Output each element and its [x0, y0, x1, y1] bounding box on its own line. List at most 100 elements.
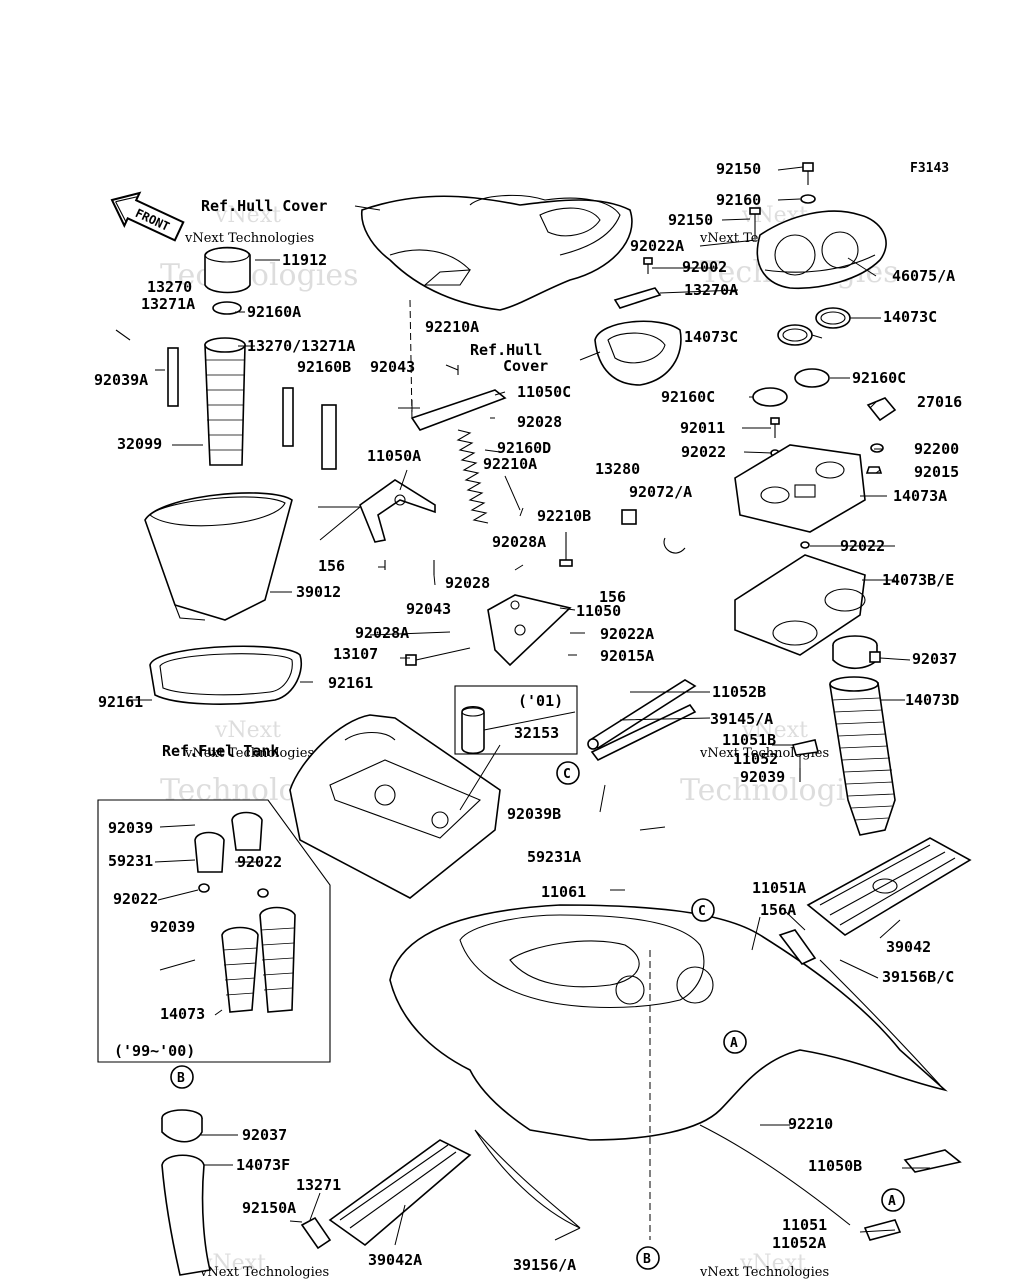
part-label: 14073F: [236, 1156, 290, 1174]
hose-clamp: [832, 635, 881, 670]
part-label: 92161: [328, 674, 373, 692]
part-label: 14073D: [905, 691, 959, 709]
part-label: 92210A: [425, 318, 479, 336]
part-label: 92022: [840, 537, 885, 555]
part-label: 13280: [595, 460, 640, 478]
part-label: 13270: [147, 278, 192, 296]
part-label: 156: [318, 557, 345, 575]
hull-cover-top: [361, 194, 633, 311]
part-label: 11052: [733, 750, 778, 768]
part-label: 92161: [98, 693, 143, 711]
watermark-small: vNext Technologies: [184, 231, 314, 246]
part-label: 39012: [296, 583, 341, 601]
callout-a: A: [888, 1194, 896, 1209]
part-label: 14073B/E: [882, 571, 954, 589]
watermark-small: vNext Technologies: [184, 746, 314, 761]
part-label: 39156/A: [513, 1256, 576, 1274]
callout-b: B: [177, 1071, 185, 1086]
ref-label: Ref.Hull Cover: [201, 197, 327, 215]
air-box-14073be: [734, 541, 866, 656]
part-label: 156A: [760, 901, 796, 919]
part-label: 92037: [242, 1126, 287, 1144]
part-label: 156: [599, 588, 626, 606]
part-label: 59231A: [527, 848, 581, 866]
watermark: vNext: [214, 718, 281, 743]
part-label: 13270A: [684, 281, 738, 299]
callout-a: A: [730, 1036, 738, 1051]
part-label: 14073C: [684, 328, 738, 346]
part-label: 92072/A: [629, 483, 692, 501]
part-label: 11912: [282, 251, 327, 269]
part-label: 92160C: [661, 388, 715, 406]
part-label: 39156B/C: [882, 968, 954, 986]
bracket-11050b: [903, 1149, 962, 1173]
callout-b: B: [643, 1252, 651, 1267]
part-label: 92028: [517, 413, 562, 431]
gasket-92161: [149, 645, 302, 705]
part-label: 14073: [160, 1005, 205, 1023]
fuel-tank: [289, 714, 501, 899]
bracket-11051: [863, 1219, 902, 1241]
ref-label: Ref.Hull: [470, 341, 542, 359]
part-label: 11050: [576, 602, 621, 620]
detail-box-01: [454, 685, 578, 755]
part-label: 92028: [445, 574, 490, 592]
part-label: 92037: [912, 650, 957, 668]
part-label: 11052B: [712, 683, 766, 701]
lower-left-parts: [161, 1109, 472, 1276]
part-label: 92028A: [355, 624, 409, 642]
bolts-center: [384, 509, 686, 666]
part-label: 13270/13271A: [247, 337, 355, 355]
part-label: 11052A: [772, 1234, 826, 1252]
part-label: 39145/A: [710, 710, 773, 728]
part-label: ('01): [518, 692, 563, 710]
part-label: 92022: [237, 853, 282, 871]
part-label: ('99~'00): [114, 1042, 195, 1060]
part-label: 92039: [150, 918, 195, 936]
part-label: 92210: [788, 1115, 833, 1133]
part-label: 92150: [716, 160, 761, 178]
part-label: 11051B: [722, 731, 776, 749]
part-label: 11061: [541, 883, 586, 901]
part-label: 14073C: [883, 308, 937, 326]
part-label: 32153: [514, 724, 559, 742]
figure-code: F3143: [910, 161, 949, 176]
part-label: 92015A: [600, 647, 654, 665]
part-label: 92039: [740, 768, 785, 786]
part-label: 92200: [914, 440, 959, 458]
part-label: 92160D: [497, 439, 551, 457]
watermark: vNext: [741, 718, 808, 743]
part-label: 92160: [716, 191, 761, 209]
part-label: 11050C: [517, 383, 571, 401]
part-label: 92039A: [94, 371, 148, 389]
air-box-14073a: [734, 444, 866, 533]
watermark-small: vNext Technologies: [699, 1265, 829, 1280]
watermark: vNext: [214, 203, 281, 228]
watermark: vNext: [739, 1251, 806, 1276]
part-label: 92160C: [852, 369, 906, 387]
part-label: 92150: [668, 211, 713, 229]
front-arrow-icon: FRONT: [110, 191, 185, 242]
filter-11912: [204, 246, 251, 315]
part-labels: 92150 92160 92150 92022A 92002 13270A 46…: [94, 160, 962, 1274]
bracket-11050c: [398, 365, 507, 431]
part-label: 11051: [782, 1216, 827, 1234]
part-label: 11050B: [808, 1157, 862, 1175]
callout-circles: C C A A B B: [170, 761, 905, 1270]
part-label: 92160B: [297, 358, 351, 376]
hull-cover-bowl: [594, 320, 682, 386]
part-label: 39042: [886, 938, 931, 956]
callout-c: C: [698, 904, 706, 919]
bellows-32099: [204, 337, 246, 466]
part-label: 92022A: [600, 625, 654, 643]
part-label: 92028A: [492, 533, 546, 551]
watermark-small: vNext Technologies: [199, 1265, 329, 1280]
part-label: 92043: [406, 600, 451, 618]
bolt-icon: [643, 162, 816, 274]
deck-cover-46075: [756, 210, 887, 290]
part-label: 92022A: [630, 237, 684, 255]
part-label: 92022: [681, 443, 726, 461]
part-label: 92002: [682, 258, 727, 276]
part-label: 14073A: [893, 487, 947, 505]
part-label: 92210B: [537, 507, 591, 525]
